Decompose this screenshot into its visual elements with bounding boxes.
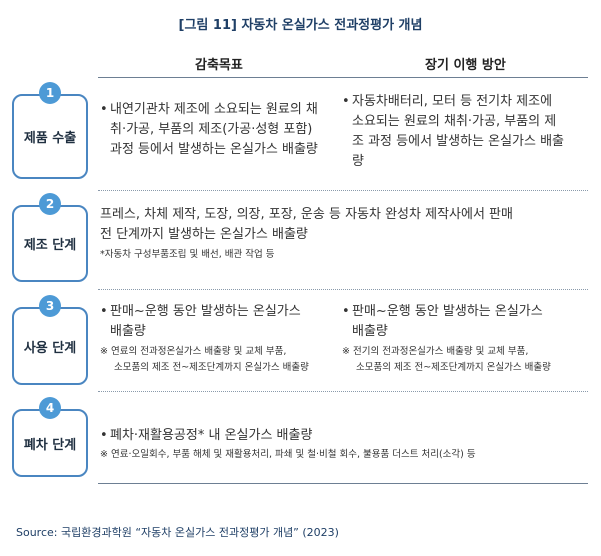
stage-box-scrap: 폐차 단계 xyxy=(12,409,88,477)
source-caption: Source: 국립환경과학원 “자동차 온실가스 전과정평가 개념” (202… xyxy=(16,526,339,539)
stage-box-manufacturing: 제조 단계 xyxy=(12,205,88,282)
export-plan-text: 자동차배터리, 모터 등 전기차 제조에 소요되는 원료의 채취·가공, 부품의… xyxy=(342,92,588,172)
use-plan-note: ※ 전기의 전과정온실가스 배출량 및 교체 부품, xyxy=(342,346,529,357)
list-item: 자동차배터리, 모터 등 전기차 제조에 소요되는 원료의 채취·가공, 부품의… xyxy=(342,92,588,172)
stage-number-badge-2: 2 xyxy=(39,193,61,215)
column-header-reduction-target: 감축목표 xyxy=(195,58,243,73)
header-divider xyxy=(98,77,588,78)
manufacturing-note: *자동차 구성부품조립 및 배선, 배관 작업 등 xyxy=(100,249,275,260)
stage-number-badge-1: 1 xyxy=(39,82,61,104)
manufacturing-text: 프레스, 차체 제작, 도장, 의장, 포장, 운송 등 자동차 완성차 제작사… xyxy=(100,205,588,263)
use-reduction-note: ※ 연료의 전과정온실가스 배출량 및 교체 부품, xyxy=(100,346,287,357)
stage-box-export: 제품 수출 xyxy=(12,94,88,179)
stage-label-manufacturing: 제조 단계 xyxy=(23,238,77,253)
stage-label-export: 제품 수출 xyxy=(23,131,77,146)
column-header-long-term-plan: 장기 이행 방안 xyxy=(425,58,506,73)
stage-number-badge-3: 3 xyxy=(39,295,61,317)
row-divider-3 xyxy=(98,391,588,392)
row-divider-1 xyxy=(98,190,588,191)
scrap-text: 폐차·재활용공정* 내 온실가스 배출량 ※ 연료·오일회수, 부품 해체 및 … xyxy=(100,426,588,463)
stage-label-use: 사용 단계 xyxy=(23,340,77,356)
scrap-note: ※ 연료·오일회수, 부품 해체 및 재활용처리, 파쇄 및 철·비철 회수, … xyxy=(100,449,476,460)
row-divider-2 xyxy=(98,289,588,290)
use-plan-text: 판매~운행 동안 발생하는 온실가스 배출량 ※ 전기의 전과정온실가스 배출량… xyxy=(342,302,588,376)
list-item: 판매~운행 동안 발생하는 온실가스 배출량 xyxy=(100,302,340,342)
stage-number-badge-4: 4 xyxy=(39,397,61,419)
stage-box-use: 사용 단계 xyxy=(12,307,88,385)
figure-title: [그림 11] 자동차 온실가스 전과정평가 개념 xyxy=(178,18,423,33)
stage-label-scrap: 폐차 단계 xyxy=(23,437,77,453)
table-bottom-line xyxy=(98,483,588,484)
list-item: 판매~운행 동안 발생하는 온실가스 배출량 xyxy=(342,302,588,342)
export-reduction-text: 내연기관차 제조에 소요되는 원료의 채 취·가공, 부품의 제조(가공·성형 … xyxy=(100,100,340,160)
list-item: 내연기관차 제조에 소요되는 원료의 채 취·가공, 부품의 제조(가공·성형 … xyxy=(100,100,340,160)
use-reduction-text: 판매~운행 동안 발생하는 온실가스 배출량 ※ 연료의 전과정온실가스 배출량… xyxy=(100,302,340,376)
list-item: 폐차·재활용공정* 내 온실가스 배출량 xyxy=(100,426,588,446)
